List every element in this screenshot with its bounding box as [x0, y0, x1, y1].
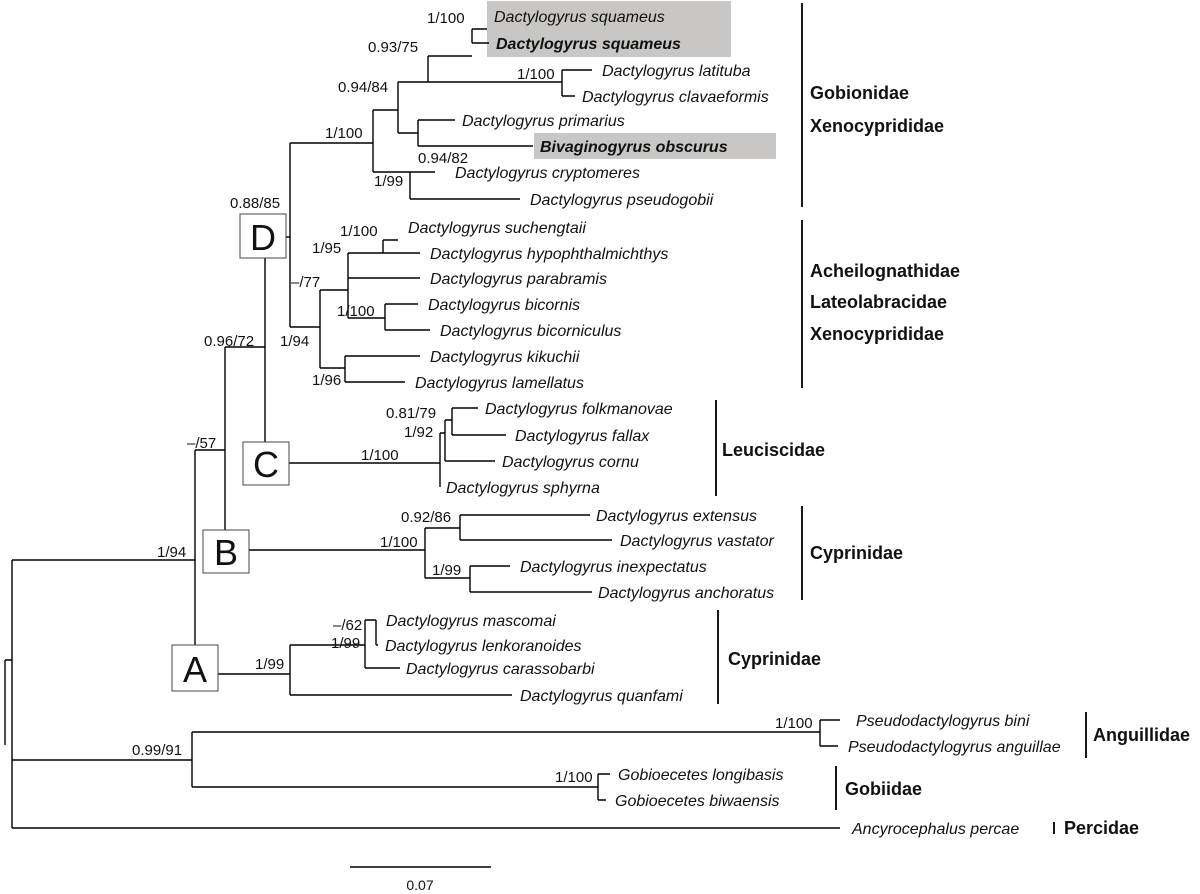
support-value: –/62 [333, 617, 362, 634]
support-value: 1/94 [280, 333, 309, 350]
family-label: Lateolabracidae [810, 292, 947, 312]
scale-bar: 0.07 [350, 866, 491, 893]
taxon-label: Dactylogyrus cornu [502, 454, 639, 471]
family-label: Leuciscidae [722, 440, 825, 460]
family-label: Xenocyprididae [810, 116, 944, 136]
support-value: –/57 [187, 435, 216, 452]
support-values: 1/100 0.93/75 1/100 0.94/84 1/100 0.94/8… [132, 10, 813, 786]
support-value: 1/100 [427, 10, 465, 27]
clade-c-label: C [253, 444, 279, 485]
support-value: 1/99 [331, 635, 360, 652]
taxon-label: Dactylogyrus quanfami [520, 688, 683, 705]
taxon-label: Dactylogyrus inexpectatus [520, 559, 707, 576]
support-value: 1/100 [337, 303, 375, 320]
taxon-label: Dactylogyrus parabramis [430, 271, 607, 288]
taxon-label: Dactylogyrus vastator [620, 533, 775, 550]
family-label: Gobiidae [845, 779, 922, 799]
support-value: 1/95 [312, 240, 341, 257]
support-value: 1/100 [555, 769, 593, 786]
taxon-label: Gobioecetes biwaensis [615, 793, 780, 810]
family-brackets [715, 3, 1087, 834]
taxon-label: Pseudodactylogyrus bini [856, 713, 1030, 730]
family-label: Xenocyprididae [810, 324, 944, 344]
highlight-squameus [487, 1, 731, 57]
family-label: Acheilognathidae [810, 261, 960, 281]
support-value: 1/100 [325, 125, 363, 142]
clade-a-box: A [171, 644, 219, 692]
clade-d-label: D [250, 217, 276, 258]
taxon-label: Bivaginogyrus obscurus [540, 139, 728, 156]
clade-a-label: A [183, 649, 207, 690]
taxon-label: Dactylogyrus suchengtaii [408, 220, 586, 237]
taxon-label: Dactylogyrus lamellatus [415, 375, 584, 392]
taxon-label: Dactylogyrus lenkoranoides [385, 638, 582, 655]
support-value: 1/100 [340, 223, 378, 240]
taxon-label: Dactylogyrus clavaeformis [582, 89, 769, 106]
taxon-label: Dactylogyrus sphyrna [446, 480, 600, 497]
support-value: 0.88/85 [230, 195, 280, 212]
taxon-label: Dactylogyrus bicornis [428, 297, 580, 314]
taxon-label: Dactylogyrus mascomai [386, 613, 556, 630]
support-value: 0.99/91 [132, 742, 182, 759]
taxon-label: Dactylogyrus bicorniculus [440, 323, 621, 340]
support-value: 0.93/75 [368, 39, 418, 56]
clade-b-box: B [202, 529, 250, 574]
support-value: –/77 [291, 274, 320, 291]
taxon-label: Dactylogyrus kikuchii [430, 349, 580, 366]
highlight-obscurus [534, 133, 776, 159]
support-value: 1/100 [517, 66, 555, 83]
clade-c-box: C [242, 441, 290, 486]
taxon-label: Dactylogyrus squameus [496, 36, 681, 53]
taxon-label: Dactylogyrus extensus [596, 508, 757, 525]
taxon-label: Dactylogyrus latituba [602, 63, 751, 80]
support-value: 0.81/79 [386, 405, 436, 422]
taxon-label: Dactylogyrus pseudogobii [530, 192, 714, 209]
support-value: 1/96 [312, 372, 341, 389]
support-value: 0.96/72 [204, 333, 254, 350]
support-value: 1/100 [361, 447, 399, 464]
taxon-label: Dactylogyrus squameus [494, 9, 665, 26]
support-value: 0.92/86 [401, 509, 451, 526]
taxon-label: Gobioecetes longibasis [618, 767, 783, 784]
taxon-label: Pseudodactylogyrus anguillae [848, 739, 1061, 756]
support-value: 0.94/82 [418, 150, 468, 167]
family-label: Gobionidae [810, 83, 909, 103]
family-label: Cyprinidae [728, 649, 821, 669]
taxon-label: Dactylogyrus folkmanovae [485, 401, 673, 418]
taxon-label: Dactylogyrus hypophthalmichthys [430, 246, 668, 263]
family-label: Cyprinidae [810, 543, 903, 563]
support-value: 1/92 [404, 424, 433, 441]
taxon-label: Dactylogyrus carassobarbi [406, 661, 595, 678]
family-label: Anguillidae [1093, 725, 1190, 745]
support-value: 1/94 [157, 544, 186, 561]
support-value: 1/99 [432, 562, 461, 579]
taxon-label: Dactylogyrus anchoratus [598, 585, 774, 602]
taxon-label: Ancyrocephalus percae [851, 821, 1019, 838]
family-labels: Gobionidae Xenocyprididae Acheilognathid… [722, 83, 1190, 838]
taxon-label: Dactylogyrus cryptomeres [455, 165, 640, 182]
support-value: 1/100 [380, 534, 418, 551]
support-value: 1/100 [775, 715, 813, 732]
tree-branches [4, 28, 840, 829]
family-label: Percidae [1064, 818, 1139, 838]
clade-boxes: D C B A [171, 213, 290, 692]
taxon-labels: Dactylogyrus squameus Dactylogyrus squam… [385, 9, 1061, 838]
support-value: 0.94/84 [338, 79, 388, 96]
clade-d-box: D [239, 213, 287, 259]
support-value: 1/99 [374, 173, 403, 190]
taxon-label: Dactylogyrus fallax [515, 428, 650, 445]
taxon-label: Dactylogyrus primarius [462, 113, 625, 130]
support-value: 1/99 [255, 656, 284, 673]
clade-b-label: B [214, 532, 238, 573]
scale-bar-label: 0.07 [406, 877, 433, 893]
